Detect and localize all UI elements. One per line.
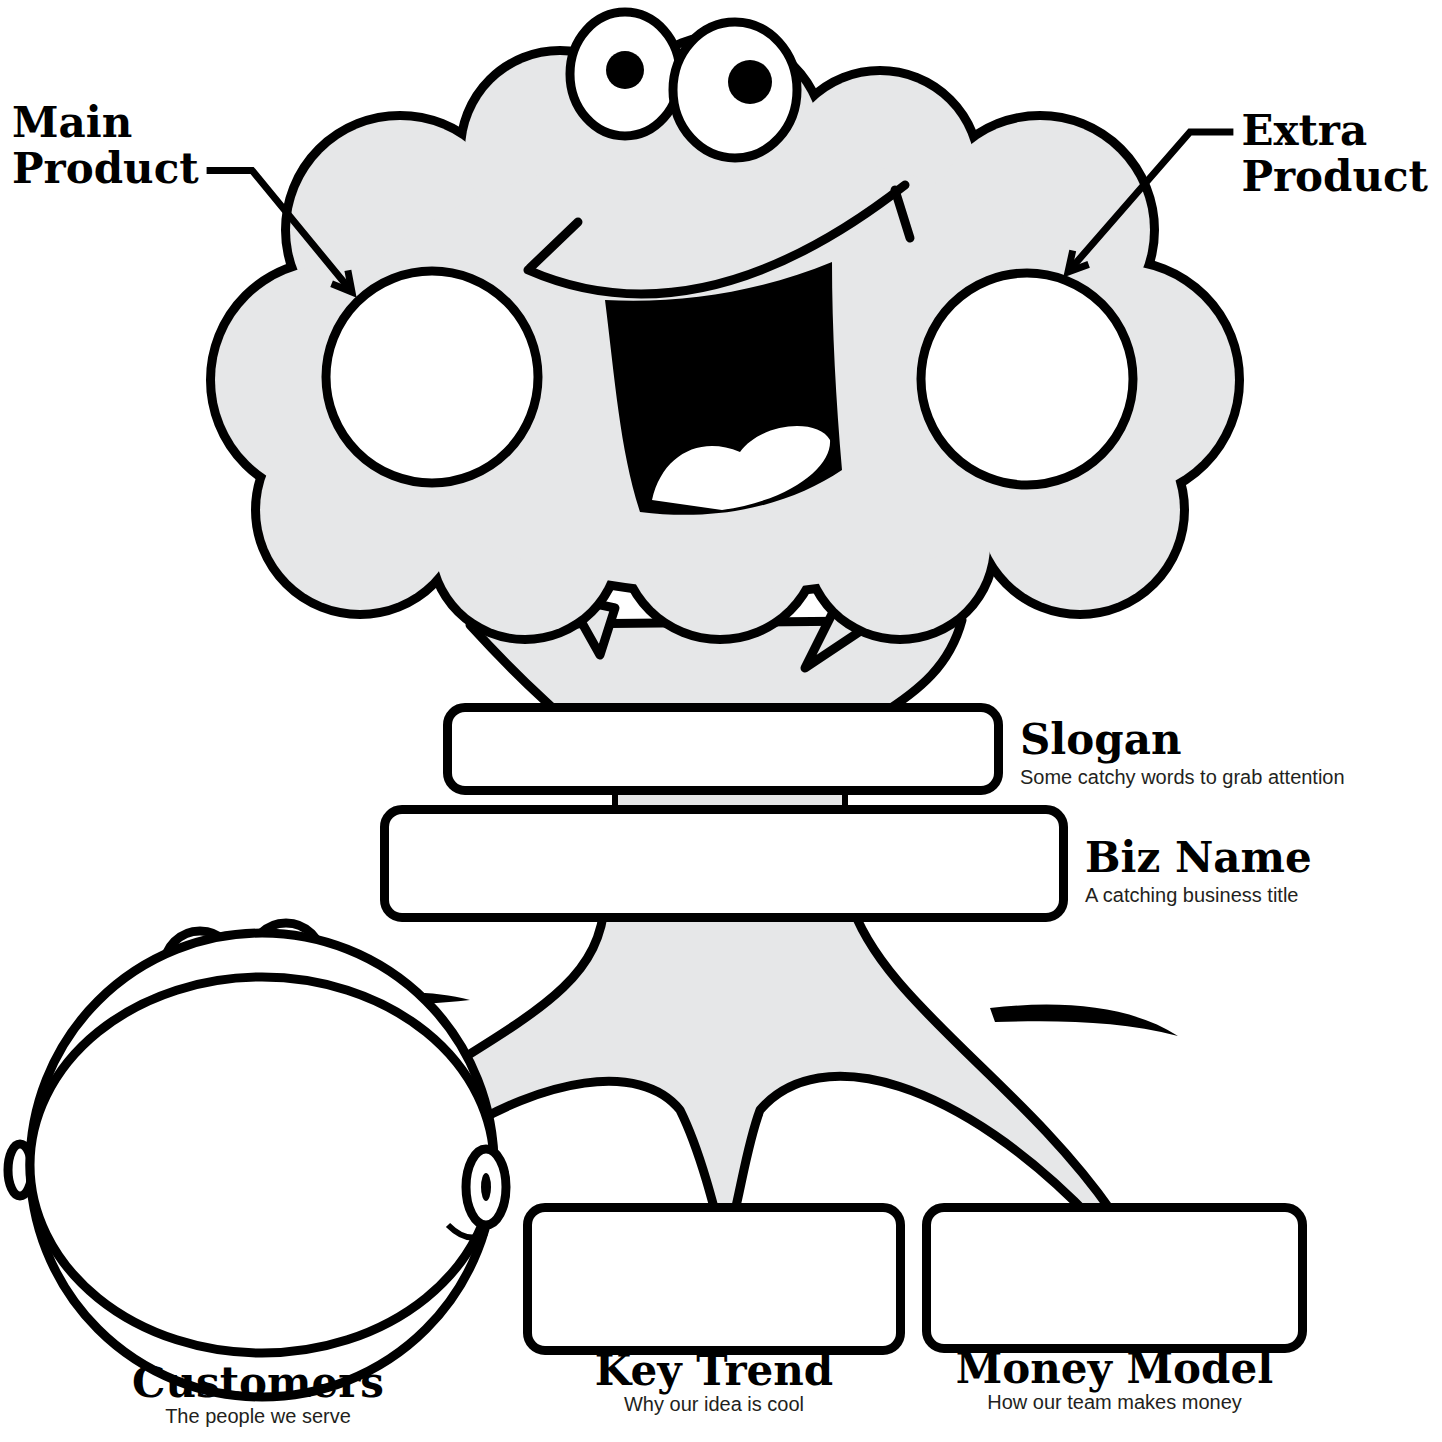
field-hint: Some catchy words to grab attention bbox=[1020, 766, 1345, 789]
creature-mouth bbox=[528, 185, 910, 515]
trend-box: Key TrendWhy our idea is cool bbox=[523, 1203, 905, 1355]
text-group: Money ModelHow our team makes money bbox=[891, 1347, 1338, 1414]
piggy-snout bbox=[466, 1149, 506, 1225]
part-label: Main Product bbox=[12, 100, 199, 192]
slogan-box: SloganSome catchy words to grab attentio… bbox=[443, 703, 1003, 795]
leader-line bbox=[1068, 132, 1233, 272]
text-group: Biz Name A catching business title bbox=[1085, 836, 1312, 907]
creature-roots bbox=[420, 900, 1112, 1250]
eye-white bbox=[673, 22, 797, 158]
piggy-parts bbox=[8, 923, 506, 1397]
root-whisker bbox=[990, 1005, 1178, 1036]
piggy-body bbox=[30, 977, 494, 1353]
leader-line bbox=[207, 170, 352, 292]
cheek-line bbox=[530, 222, 578, 268]
field-heading: Money Model bbox=[891, 1347, 1338, 1391]
mouth-tongue bbox=[652, 426, 830, 510]
field-heading: Slogan bbox=[1020, 718, 1345, 762]
piggy-nostril bbox=[481, 1173, 491, 1201]
piggy-mouth bbox=[448, 1225, 486, 1238]
cheek-line bbox=[895, 190, 910, 238]
field-heading: Customers bbox=[0, 1361, 548, 1405]
eye-pupil bbox=[606, 51, 644, 89]
field-heading: Biz Name bbox=[1085, 836, 1312, 880]
money-box: Money ModelHow our team makes money bbox=[922, 1203, 1307, 1353]
field-hint: A catching business title bbox=[1085, 884, 1312, 907]
text-group: CustomersThe people we serve bbox=[0, 1361, 548, 1428]
mouth-opening bbox=[605, 262, 842, 515]
leader-arrowhead bbox=[332, 270, 352, 292]
name-box: Biz NameA catching business title bbox=[380, 805, 1068, 922]
piggy-outline bbox=[8, 915, 508, 1358]
product-circle bbox=[326, 271, 538, 483]
eye-pupil bbox=[728, 60, 772, 104]
piggy-bank: CustomersThe people we serve bbox=[8, 915, 508, 1358]
part-label: Extra Product bbox=[1241, 108, 1428, 200]
creature-body bbox=[420, 598, 1112, 1250]
field-hint: Why our idea is cool bbox=[492, 1393, 936, 1416]
product-circle bbox=[921, 273, 1133, 485]
field-hint: How our team makes money bbox=[891, 1391, 1338, 1414]
text-group: Key TrendWhy our idea is cool bbox=[492, 1349, 936, 1416]
mouth-smile bbox=[528, 185, 905, 294]
eye-white bbox=[570, 12, 680, 136]
text-group: SloganSome catchy words to grab attentio… bbox=[1020, 718, 1345, 789]
creature-eyes bbox=[570, 12, 797, 158]
field-heading: Key Trend bbox=[492, 1349, 936, 1393]
leader-arrowhead bbox=[1068, 251, 1089, 272]
field-hint: The people we serve bbox=[0, 1405, 548, 1428]
